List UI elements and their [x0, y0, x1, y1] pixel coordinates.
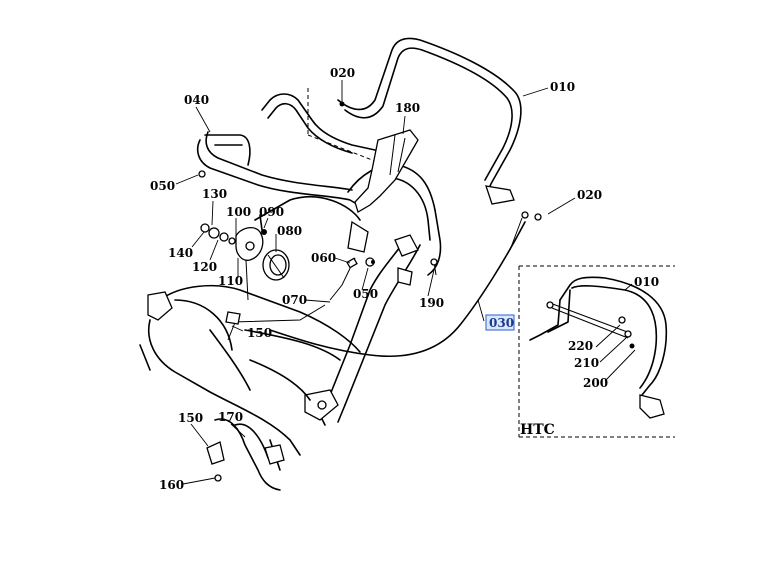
handle-bar-010: [337, 37, 542, 221]
label-090: 090: [259, 205, 284, 219]
label-150-low: 150: [178, 411, 203, 425]
label-170: 170: [218, 410, 243, 424]
label-060: 060: [311, 251, 336, 265]
main-frame: [254, 163, 442, 426]
label-210: 210: [574, 356, 599, 370]
label-150-mid: 150: [247, 326, 272, 340]
label-100: 100: [226, 205, 251, 219]
labels: 010 020 040 050 180 020 130 100 090 080 …: [150, 66, 659, 492]
label-220: 220: [568, 339, 593, 353]
label-160: 160: [159, 478, 184, 492]
label-190: 190: [419, 296, 444, 310]
parts-cluster-left: [200, 223, 290, 301]
label-020-top: 020: [330, 66, 355, 80]
label-010-inset: 010: [634, 275, 659, 289]
label-080: 080: [277, 224, 302, 238]
label-110: 110: [218, 274, 243, 288]
label-040: 040: [184, 93, 209, 107]
deck-outline: [139, 284, 361, 491]
lever-180: [354, 129, 419, 213]
inset-title-htc: HTC: [520, 422, 555, 438]
label-120: 120: [192, 260, 217, 274]
label-030-highlight[interactable]: 030: [485, 314, 515, 331]
lower-handle-040: [196, 88, 386, 207]
label-030[interactable]: 030: [489, 316, 514, 330]
label-050-mid: 050: [353, 287, 378, 301]
rods: [206, 257, 438, 482]
label-070: 070: [282, 293, 307, 307]
label-010-top: 010: [550, 80, 575, 94]
label-140: 140: [168, 246, 193, 260]
label-130: 130: [202, 187, 227, 201]
cable-030: [269, 217, 526, 358]
label-020-right: 020: [577, 188, 602, 202]
label-050-left: 050: [150, 179, 175, 193]
label-200: 200: [583, 376, 608, 390]
inset-htc: [518, 265, 675, 438]
leader-lines: [175, 80, 576, 485]
label-180: 180: [395, 101, 420, 115]
